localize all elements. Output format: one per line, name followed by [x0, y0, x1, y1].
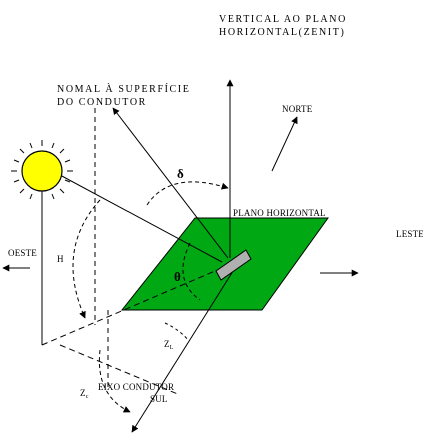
sun-icon [11, 140, 73, 202]
theta-label: θ [174, 269, 181, 284]
conductor-axis [131, 259, 241, 433]
sun-ray [59, 174, 223, 263]
north-arrow [271, 116, 298, 172]
normal-label-line1: NOMAL À SUPERFÍCIE [57, 83, 190, 95]
theta-arc [182, 242, 201, 301]
delta-label: δ [177, 166, 184, 181]
horizontal-plane [120, 217, 329, 311]
zc-label: Zc [80, 388, 89, 400]
plano-horizontal-label: PLANO HORIZONTAL [233, 208, 326, 218]
h-angle-label: H [57, 254, 64, 264]
dashed-bottom-line [59, 344, 181, 396]
vertical-label-line2: HORIZONTAL(ZENIT) [219, 27, 345, 38]
zc-main: Z [80, 388, 86, 398]
oeste-label: OESTE [8, 248, 37, 258]
conductor-bar-icon [215, 249, 252, 281]
leste-label: LESTE [396, 229, 423, 239]
normal-line [112, 107, 229, 259]
zl-arc [164, 322, 189, 341]
vertical-label-line1: VERTICAL AO PLANO [219, 14, 347, 25]
norte-label: NORTE [282, 104, 313, 114]
dashed-sun-projection [41, 267, 223, 346]
delta-arc [146, 181, 229, 206]
sul-label: SUL [150, 394, 168, 404]
zc-sub: c [86, 394, 89, 400]
zl-main: Z [164, 339, 170, 349]
zc-arc [98, 349, 131, 413]
zl-sub: L [170, 345, 174, 351]
eixo-condutor-label: EIXO CONDUTOR [98, 382, 174, 392]
h-arc [72, 199, 101, 319]
normal-label-line2: DO CONDUTOR [57, 97, 147, 108]
zl-label: ZL [164, 339, 174, 351]
